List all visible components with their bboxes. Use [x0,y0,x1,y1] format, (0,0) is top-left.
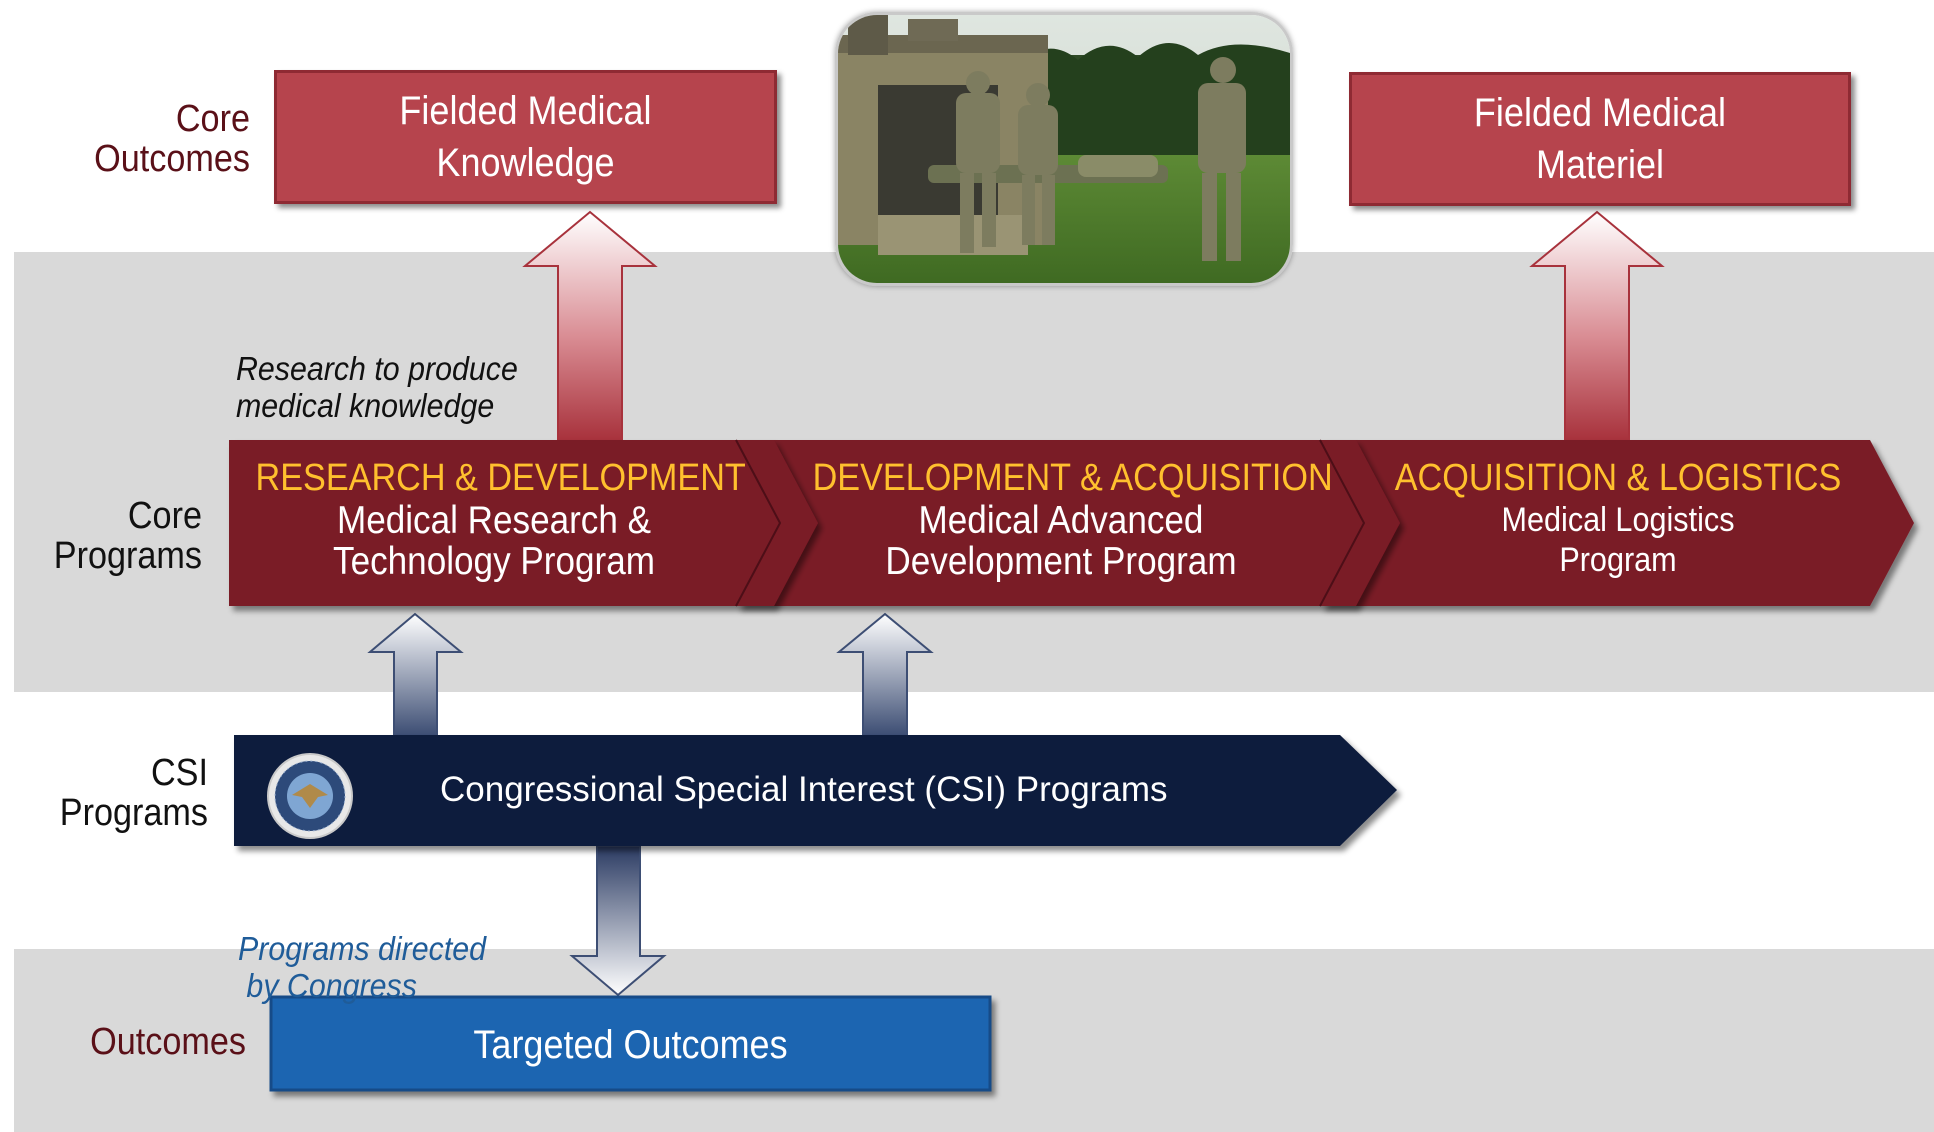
acquisition-logistics-text: ACQUISITION & LOGISTICS Medical Logistic… [1368,456,1868,580]
arrow-csi-to-targeted [569,845,667,997]
chevron-acquisition-logistics [1320,440,1914,606]
development-acquisition-heading: DEVELOPMENT & ACQUISITION [812,457,1333,499]
acquisition-logistics-heading: ACQUISITION & LOGISTICS [1394,457,1842,499]
research-development-text: RESEARCH & DEVELOPMENT Medical Research … [229,456,759,582]
development-acquisition-text: DEVELOPMENT & ACQUISITION Medical Advanc… [785,456,1337,582]
chevron-seam-1 [735,439,782,607]
targeted-outcomes-label: Targeted Outcomes [473,1023,788,1067]
arrow-csi-to-research [367,612,464,736]
csi-programs-label: Congressional Special Interest (CSI) Pro… [440,770,1168,809]
targeted-outcomes-box[interactable] [269,995,992,1092]
soldiers-stretcher-photo [835,12,1293,286]
chevron-seam-2 [1319,439,1366,607]
research-development-program: Medical Research &Technology Program [333,499,655,583]
csi-programs-bar[interactable] [234,735,1397,846]
arrow-csi-to-development [836,612,934,736]
chevron-development-acquisition [736,440,1400,606]
research-development-heading: RESEARCH & DEVELOPMENT [255,457,746,499]
arrow-to-materiel [1529,210,1665,441]
dod-seal-logo [267,753,353,839]
chevron-research-development [229,440,818,606]
congress-note: Programs directed by Congress [238,930,487,1004]
row-label-outcomes: Outcomes [90,1021,246,1063]
arrow-to-knowledge [522,210,658,441]
